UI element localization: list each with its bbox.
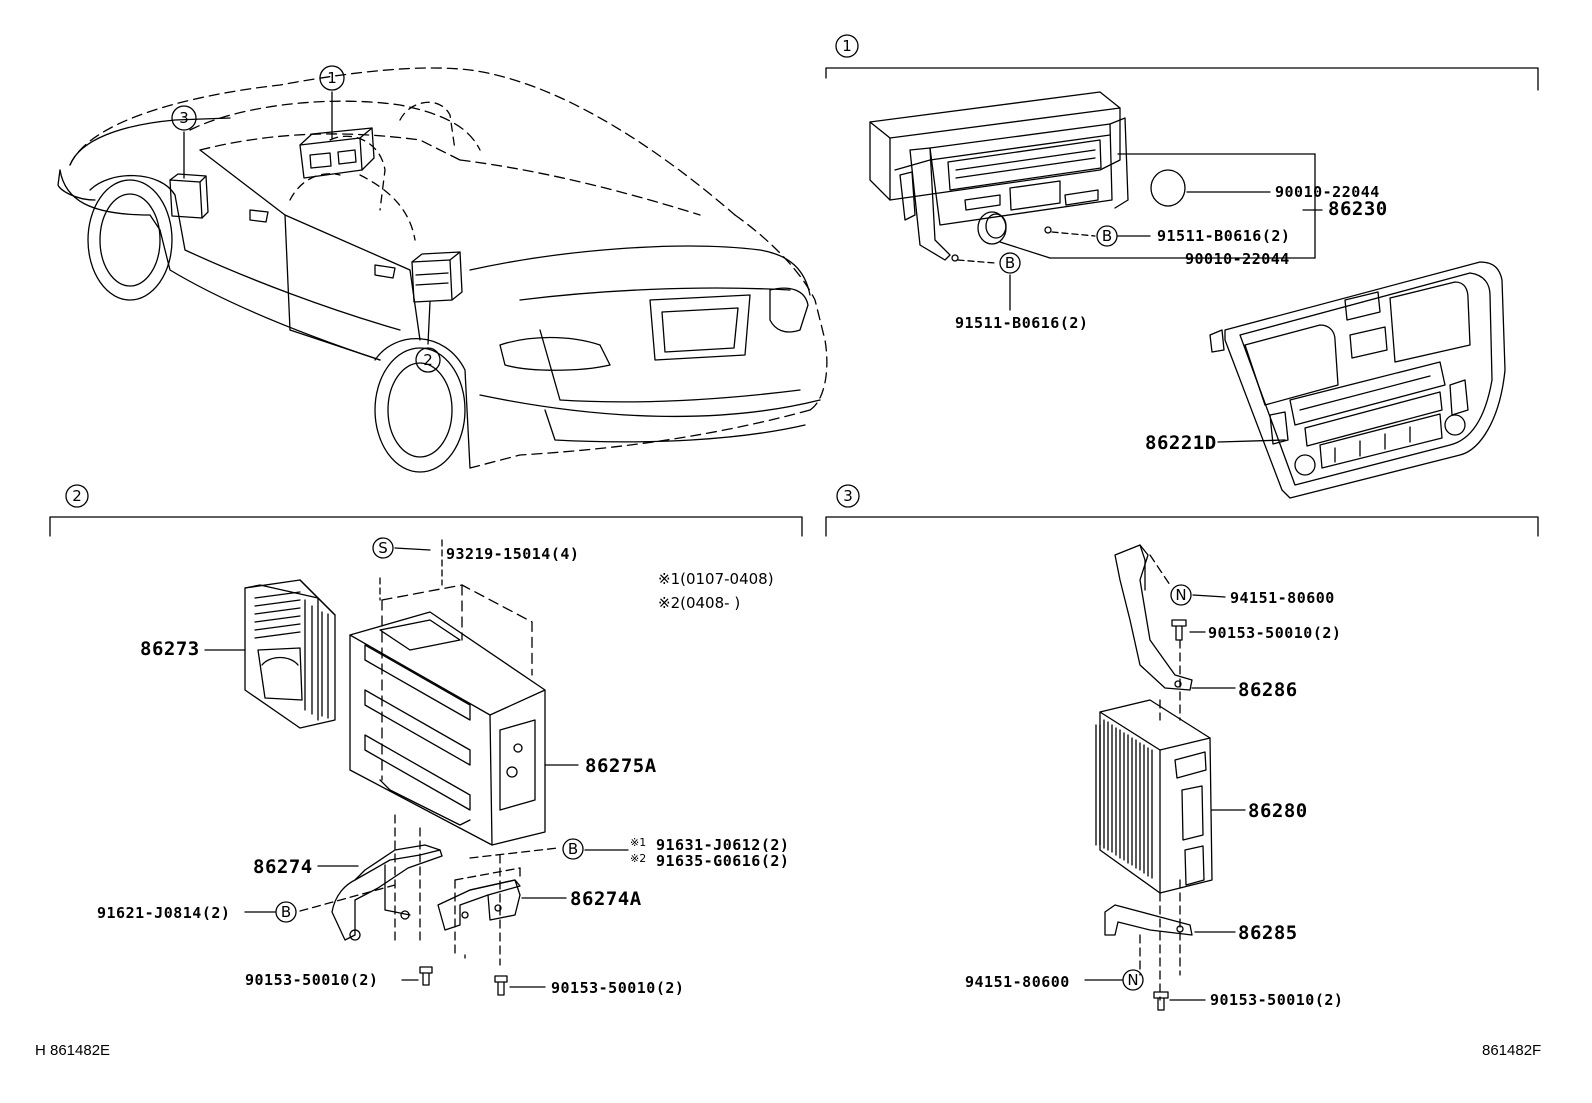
footer-right-code: 861482F (1482, 1042, 1542, 1059)
overview-callout-2: 2 (423, 351, 433, 369)
footer-left-code: H 861482E (35, 1042, 111, 1059)
part-label-unit: 86280 (1248, 800, 1308, 822)
part-label-bracket-right: 86274A (570, 888, 642, 910)
section-2-number: 2 (72, 487, 82, 505)
part-label-screw-upper: 90153-50010(2) (1208, 624, 1342, 642)
part-label-nut-upper: 94151-80600 (1230, 589, 1335, 607)
part-label-radio-assembly: 86230 (1328, 198, 1388, 220)
part-label-bracket-lower: 86285 (1238, 922, 1298, 944)
part-label-amplifier: 86273 (140, 638, 200, 660)
part-label-stud: 93219-15014(4) (446, 545, 580, 563)
section1-drawing (869, 91, 1506, 499)
part-label-nut-lower: 94151-80600 (965, 973, 1070, 991)
part-label-bolt-1: 91631-J0612(2) (656, 836, 790, 854)
part-label-bracket-upper: 86286 (1238, 679, 1298, 701)
part-label-bolt-2: 91635-G0616(2) (656, 852, 790, 870)
part-label-panel: 86221D (1145, 432, 1217, 454)
note-marker-2: ※2 (630, 852, 647, 865)
bolt-callout-left: B (1005, 254, 1015, 272)
section-1-number: 1 (842, 37, 852, 55)
section3-drawing (1084, 544, 1246, 1011)
note-marker-1: ※1 (630, 836, 647, 849)
bolt-callout-upper: B (568, 840, 578, 858)
nut-callout-upper: N (1175, 586, 1186, 604)
part-label-bolt-right: 91511-B0616(2) (1157, 227, 1291, 245)
overview-callout-1: 1 (327, 69, 337, 87)
section-frames (49, 34, 1539, 537)
part-label-screw-left: 90153-50010(2) (245, 971, 379, 989)
part-label-bracket-left: 86274 (253, 856, 313, 878)
nut-callout-lower: N (1127, 971, 1138, 989)
section-3-number: 3 (843, 487, 853, 505)
part-label-screw-lower: 90153-50010(2) (1210, 991, 1344, 1009)
note-1: ※1(0107-0408) (658, 570, 774, 588)
note-2: ※2(0408- ) (658, 594, 741, 612)
bolt-callout-lower: B (281, 903, 291, 921)
car-overview-drawing (57, 65, 828, 473)
part-label-bolt-left: 91511-B0616(2) (955, 314, 1089, 332)
part-label-screw-right: 90153-50010(2) (551, 979, 685, 997)
stud-callout: S (378, 539, 388, 557)
part-label-amp-case: 86275A (585, 755, 657, 777)
section2-drawing (204, 537, 629, 996)
part-label-bolt-left: 91621-J0814(2) (97, 904, 231, 922)
part-label-knob-lower: 90010-22044 (1185, 250, 1290, 268)
overview-callout-3: 3 (179, 109, 189, 127)
bolt-callout-right: B (1102, 227, 1112, 245)
part-label-knob-upper: 90010-22044 (1275, 183, 1380, 201)
